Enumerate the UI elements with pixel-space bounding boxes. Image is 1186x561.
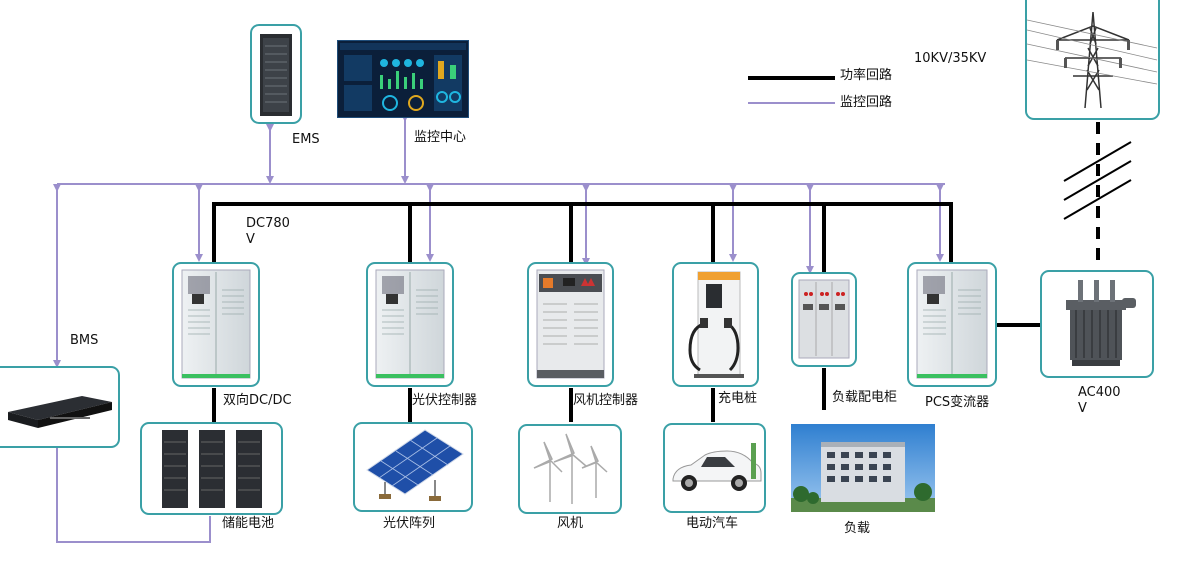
monitor-center-label: 监控中心 (414, 130, 467, 145)
battery-rack-icon (162, 430, 262, 508)
pv-controller-label: 光伏控制器 (412, 393, 478, 408)
load-label: 负载 (844, 521, 871, 536)
dcdc-box (172, 262, 260, 387)
monitor-loop (53, 114, 945, 543)
legend (748, 76, 835, 104)
ems-label: EMS (292, 132, 320, 147)
load-cabinet-label: 负载配电柜 (832, 390, 898, 405)
charger-box (672, 262, 759, 387)
transmission-tower-icon (1027, 11, 1158, 109)
wind-turbine-icon (533, 433, 608, 504)
office-building-icon (791, 424, 935, 512)
pv-array-box (353, 422, 473, 512)
legend-monitor-label: 监控回路 (840, 95, 893, 110)
charger-label: 充电桩 (718, 391, 758, 406)
power-loop (212, 202, 1040, 422)
server-rack-icon (260, 34, 292, 116)
legend-power-label: 功率回路 (840, 68, 893, 83)
wind-turbine-label: 风机 (557, 516, 584, 531)
bms-box (0, 366, 120, 448)
monitor-link-bms-battery (56, 448, 211, 543)
dashboard-screen-icon (337, 40, 469, 118)
bms-rack-unit-icon (8, 396, 112, 428)
battery-box (140, 422, 283, 515)
bms-label: BMS (70, 333, 99, 348)
tower-box (1025, 0, 1160, 120)
ac400-label: AC400 V (1078, 385, 1121, 416)
electrical-cabinet-icon (181, 269, 251, 379)
load-cabinet-box (791, 272, 857, 367)
voltage-high-label: 10KV/35KV (914, 51, 987, 66)
pv-controller-box (366, 262, 454, 387)
dc-bus-label: DC780 V (246, 216, 290, 247)
electrical-cabinet-icon (536, 269, 605, 379)
electrical-cabinet-icon (798, 279, 850, 359)
dcdc-label: 双向DC/DC (223, 393, 292, 408)
transformer-icon (1066, 280, 1136, 366)
pv-array-label: 光伏阵列 (383, 516, 436, 531)
ev-label: 电动汽车 (686, 516, 739, 531)
ev-box (663, 423, 766, 513)
wind-controller-box (527, 262, 614, 387)
ev-charger-icon (688, 271, 744, 378)
wind-turbine-box (518, 424, 622, 514)
transformer-box (1040, 270, 1154, 378)
pcs-box (907, 262, 997, 387)
ems-box (250, 24, 302, 124)
solar-panel-icon (366, 429, 464, 501)
electrical-cabinet-icon (916, 269, 988, 379)
pcs-label: PCS变流器 (925, 395, 990, 410)
electric-car-icon (672, 443, 762, 491)
storage-battery-label: 储能电池 (222, 516, 275, 531)
electrical-cabinet-icon (375, 269, 445, 379)
wind-controller-label: 风机控制器 (573, 393, 639, 408)
hv-line (1063, 122, 1132, 268)
